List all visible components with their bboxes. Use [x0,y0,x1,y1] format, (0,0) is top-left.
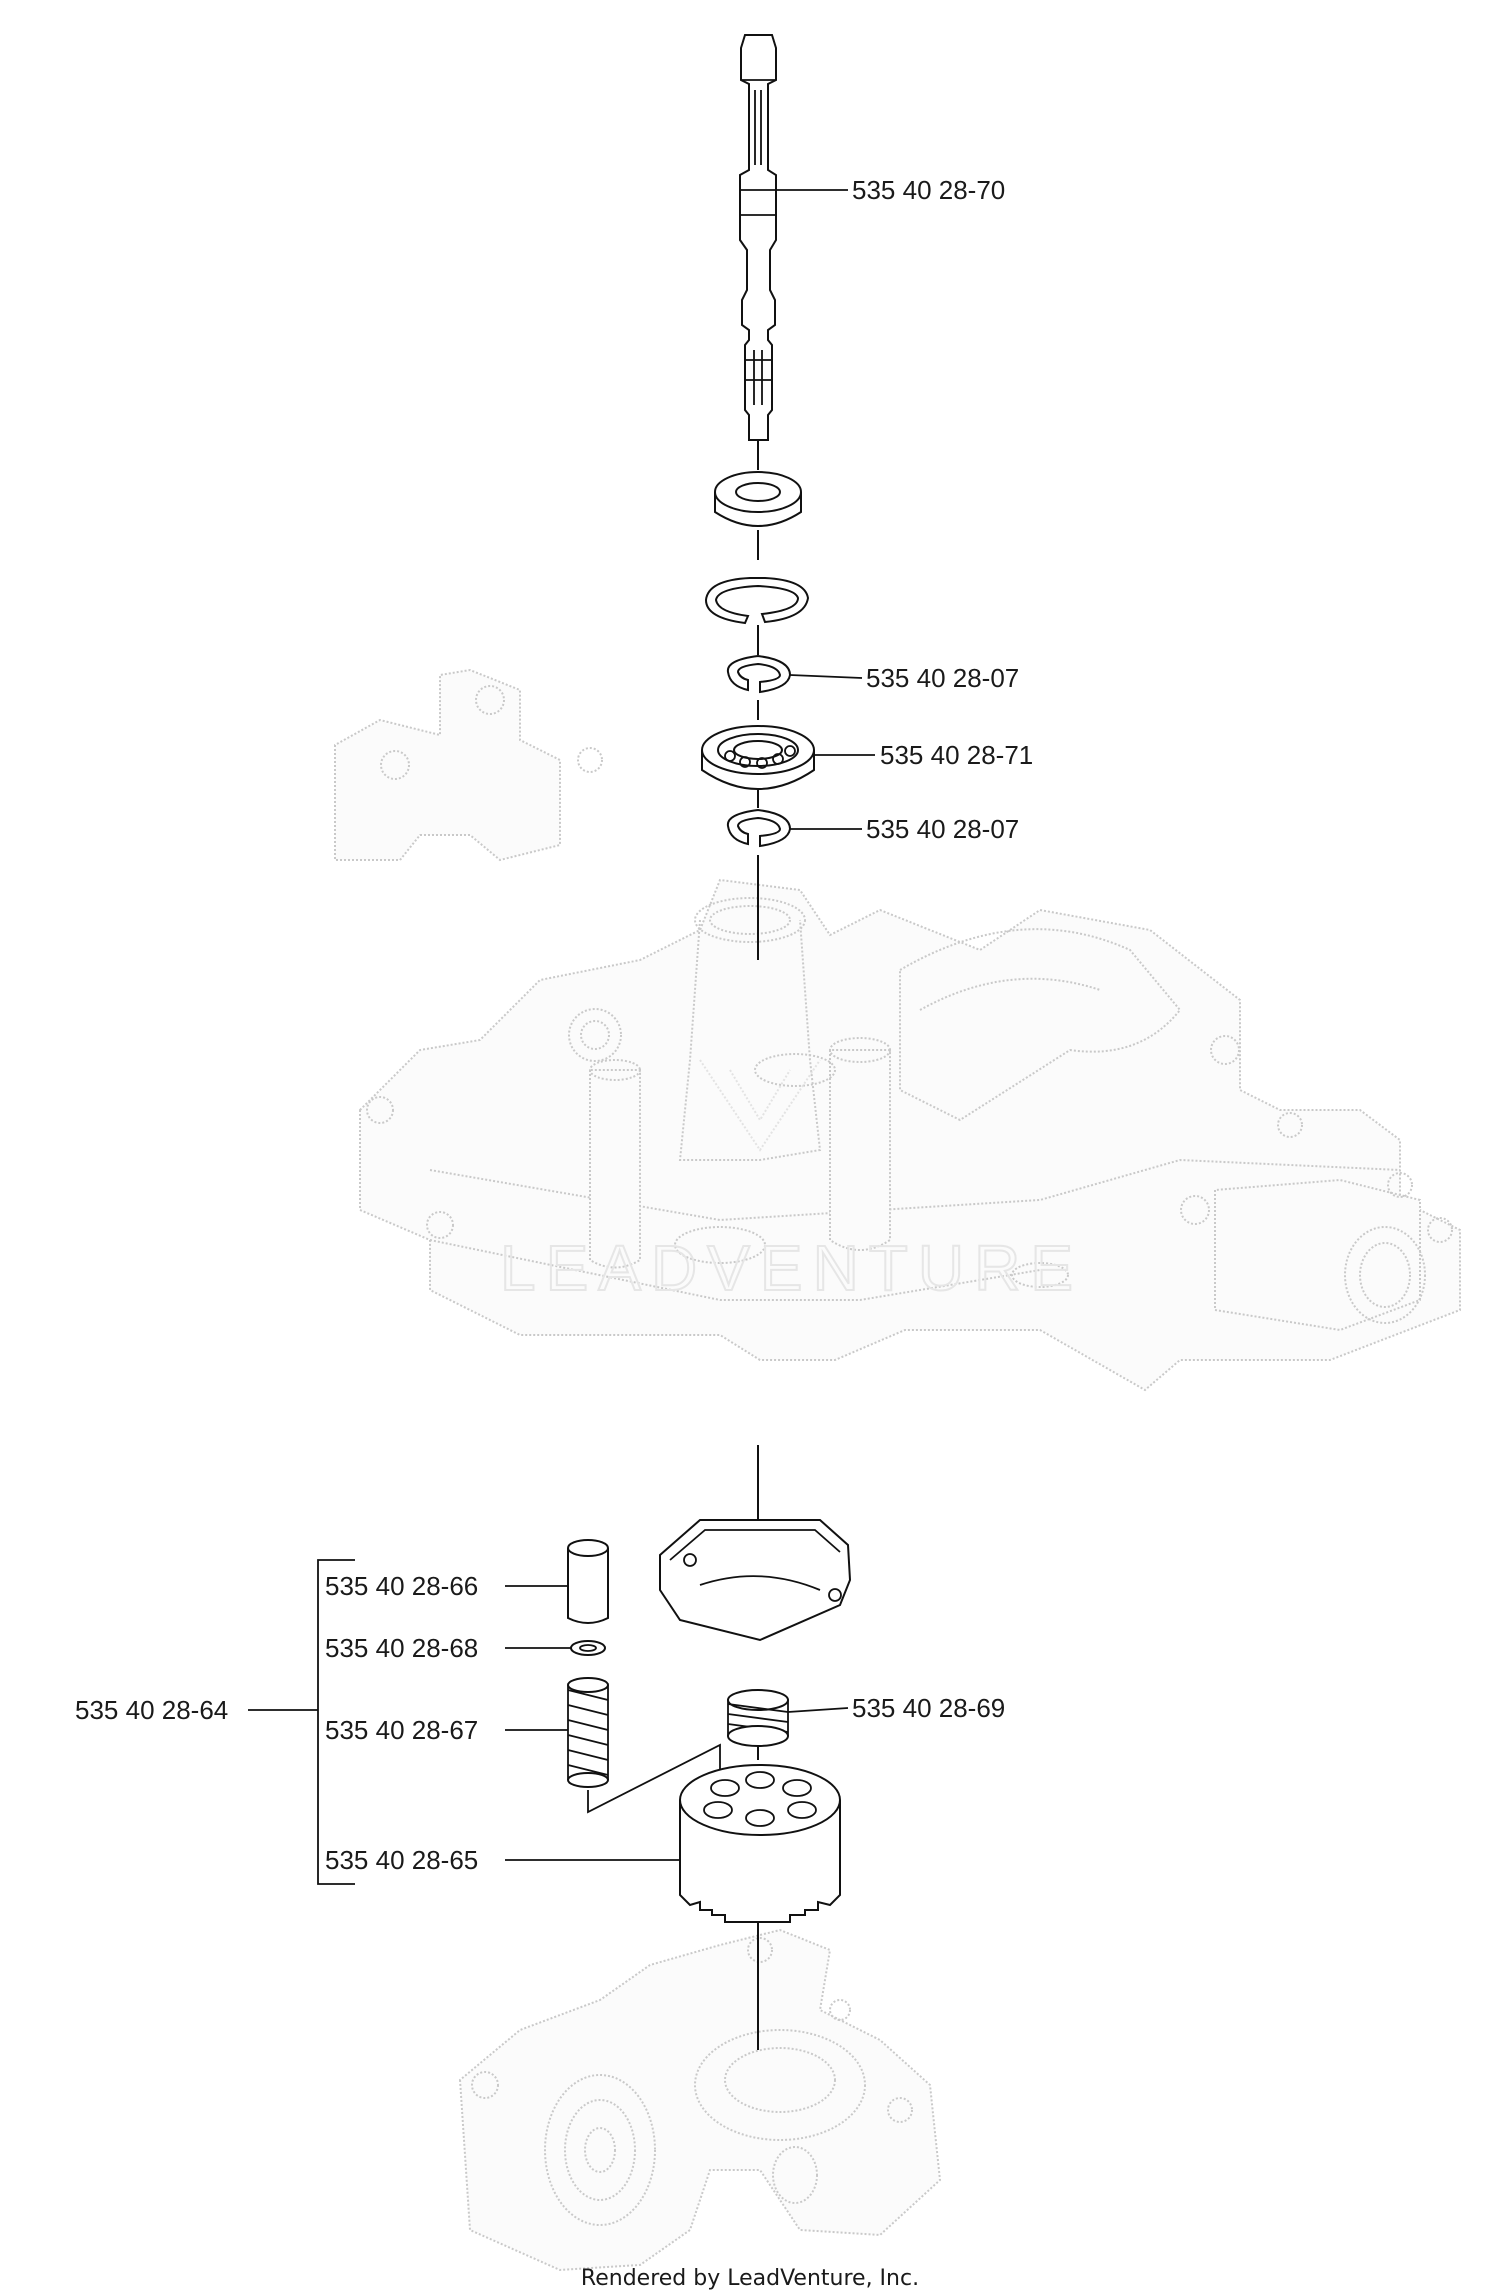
transaxle-housing-ghost: LEADVENTURE [334,668,1461,1392]
leader-lines [248,189,875,1885]
callout-piston: 535 40 28-66 [325,1571,478,1601]
callout-spring-piston: 535 40 28-67 [325,1715,478,1745]
callout-washer: 535 40 28-68 [325,1633,478,1663]
callout-cylinder-block: 535 40 28-65 [325,1845,478,1875]
washer[interactable] [570,1640,606,1656]
callout-clip-lower: 535 40 28-07 [866,814,1019,844]
leadventure-watermark: LEADVENTURE [500,1232,1083,1304]
callout-clip-upper: 535 40 28-07 [866,663,1019,693]
ball-bearing[interactable] [701,725,815,790]
thrust-plate[interactable] [659,1519,852,1642]
snap-ring[interactable] [704,577,810,625]
input-shaft[interactable] [739,34,777,441]
retaining-clip-lower[interactable] [726,808,792,848]
retaining-clip-upper[interactable] [726,654,792,694]
callout-bearing: 535 40 28-71 [880,740,1033,770]
center-spring[interactable] [727,1689,789,1747]
seal[interactable] [714,471,802,527]
footer-credit: Rendered by LeadVenture, Inc. [581,2266,919,2291]
cylinder-block[interactable] [679,1764,841,1923]
piston-spring[interactable] [567,1677,721,1814]
piston[interactable] [567,1539,609,1624]
end-cap-ghost [458,1928,942,2272]
callout-shaft: 535 40 28-70 [852,175,1005,205]
callout-kit: 535 40 28-64 [75,1695,228,1725]
callout-spring-single: 535 40 28-69 [852,1693,1005,1723]
